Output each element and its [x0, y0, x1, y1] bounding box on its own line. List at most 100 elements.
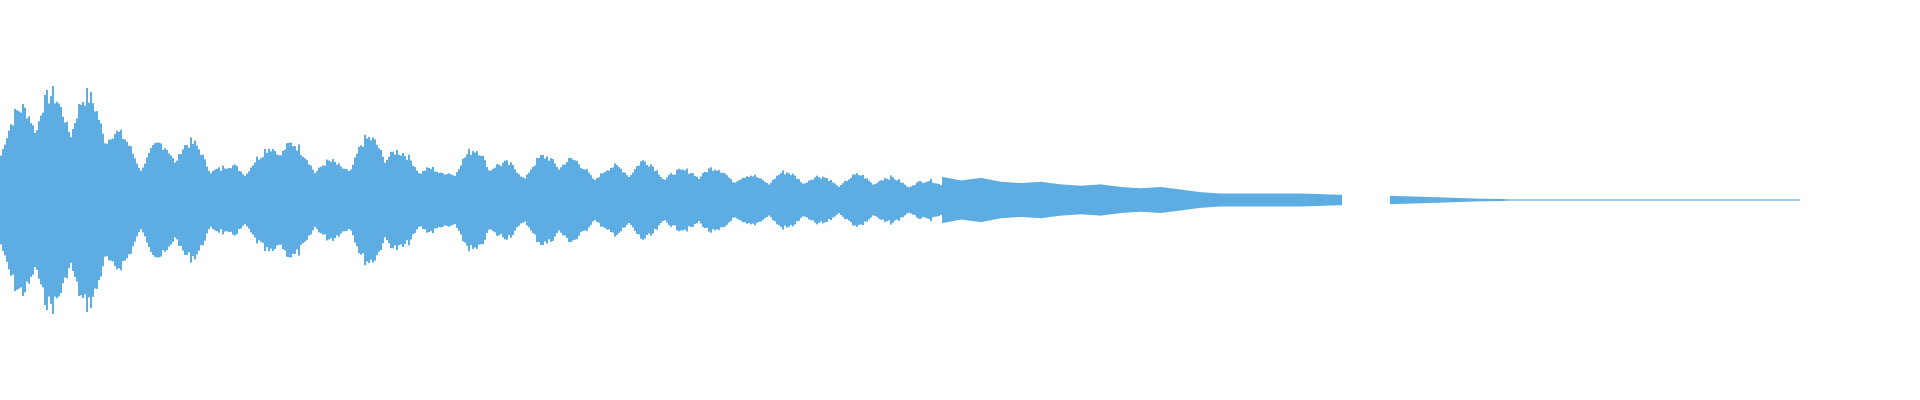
waveform-sample	[500, 166, 502, 234]
waveform-sample	[1212, 192, 1214, 208]
waveform-sample	[94, 111, 96, 289]
waveform-sample	[1556, 199, 1558, 201]
waveform-sample	[1312, 193, 1314, 207]
waveform-sample	[224, 168, 226, 232]
waveform-sample	[1306, 193, 1308, 207]
waveform-sample	[958, 180, 960, 220]
waveform-sample	[1130, 187, 1132, 213]
waveform-sample	[854, 174, 856, 226]
waveform-sample	[510, 162, 512, 238]
waveform-sample	[624, 172, 626, 228]
waveform-sample	[1234, 193, 1236, 207]
waveform-sample	[954, 179, 956, 221]
waveform-sample	[1138, 188, 1140, 212]
waveform-sample	[754, 174, 756, 226]
waveform-sample	[1520, 199, 1522, 201]
waveform-sample	[788, 173, 790, 227]
waveform-sample	[1160, 187, 1162, 213]
waveform-sample	[1668, 199, 1670, 201]
waveform-sample	[202, 154, 204, 246]
waveform-sample	[1022, 182, 1024, 218]
waveform-sample	[462, 158, 464, 242]
waveform-sample	[404, 155, 406, 245]
waveform-sample	[236, 166, 238, 234]
waveform-sample	[694, 176, 696, 224]
waveform-sample	[1440, 197, 1442, 203]
waveform-sample	[914, 184, 916, 216]
waveform-sample	[638, 165, 640, 235]
waveform-sample	[494, 167, 496, 233]
waveform-sample	[64, 122, 66, 278]
waveform-sample	[268, 148, 270, 252]
waveform-sample	[892, 177, 894, 223]
waveform-sample	[598, 177, 600, 223]
waveform-sample	[528, 172, 530, 228]
waveform-sample	[1262, 193, 1264, 207]
waveform-sample	[1276, 193, 1278, 207]
waveform-sample	[378, 148, 380, 252]
waveform-sample	[498, 164, 500, 236]
waveform-sample	[894, 179, 896, 221]
waveform-sample	[1310, 193, 1312, 207]
waveform-sample	[1220, 193, 1222, 207]
waveform-sample	[16, 110, 18, 290]
waveform-sample	[100, 123, 102, 277]
waveform-sample	[240, 171, 242, 229]
waveform-sample	[1560, 199, 1562, 201]
waveform-sample	[1318, 194, 1320, 206]
waveform-sample	[1236, 193, 1238, 207]
waveform-sample	[208, 170, 210, 230]
waveform-sample	[242, 174, 244, 226]
waveform-sample	[294, 146, 296, 254]
waveform-sample	[1718, 199, 1720, 201]
waveform-sample	[1244, 193, 1246, 207]
waveform-sample	[1670, 199, 1672, 201]
waveform-sample	[214, 169, 216, 231]
waveform-sample	[166, 149, 168, 251]
waveform-sample	[44, 94, 46, 306]
waveform-sample	[1060, 184, 1062, 216]
waveform-sample	[1568, 199, 1570, 201]
waveform-sample	[42, 112, 44, 288]
waveform-sample	[1002, 181, 1004, 219]
waveform-sample	[24, 107, 26, 293]
waveform-sample	[1174, 188, 1176, 212]
waveform-sample	[772, 179, 774, 221]
waveform-sample	[246, 173, 248, 227]
waveform-sample	[86, 87, 88, 313]
waveform-sample	[1510, 199, 1512, 201]
waveform-sample	[1624, 199, 1626, 201]
waveform-sample	[1204, 192, 1206, 208]
waveform-sample	[1030, 182, 1032, 218]
waveform-sample	[1320, 194, 1322, 206]
waveform-sample	[746, 176, 748, 224]
waveform-sample	[458, 169, 460, 231]
waveform-sample	[218, 167, 220, 233]
waveform-sample	[1518, 199, 1520, 201]
waveform-sample	[1538, 199, 1540, 201]
waveform-sample	[826, 178, 828, 222]
waveform-sample	[1654, 199, 1656, 201]
waveform-sample	[1712, 199, 1714, 201]
waveform-sample	[482, 155, 484, 245]
waveform-sample	[588, 172, 590, 228]
waveform-sample	[178, 154, 180, 246]
waveform-sample	[342, 168, 344, 232]
waveform-sample	[1732, 199, 1734, 201]
waveform-sample	[710, 167, 712, 233]
waveform-sample	[580, 168, 582, 232]
waveform-sample	[1190, 190, 1192, 210]
waveform-sample	[1314, 193, 1316, 207]
waveform-sample	[116, 130, 118, 270]
waveform-sample	[338, 163, 340, 237]
waveform-sample	[58, 103, 60, 297]
waveform-sample	[852, 174, 854, 226]
waveform-sample	[652, 166, 654, 234]
waveform-sample	[288, 142, 290, 258]
waveform-sample	[1242, 193, 1244, 207]
waveform-sample	[932, 182, 934, 218]
waveform-sample	[818, 177, 820, 223]
waveform-sample	[418, 173, 420, 227]
